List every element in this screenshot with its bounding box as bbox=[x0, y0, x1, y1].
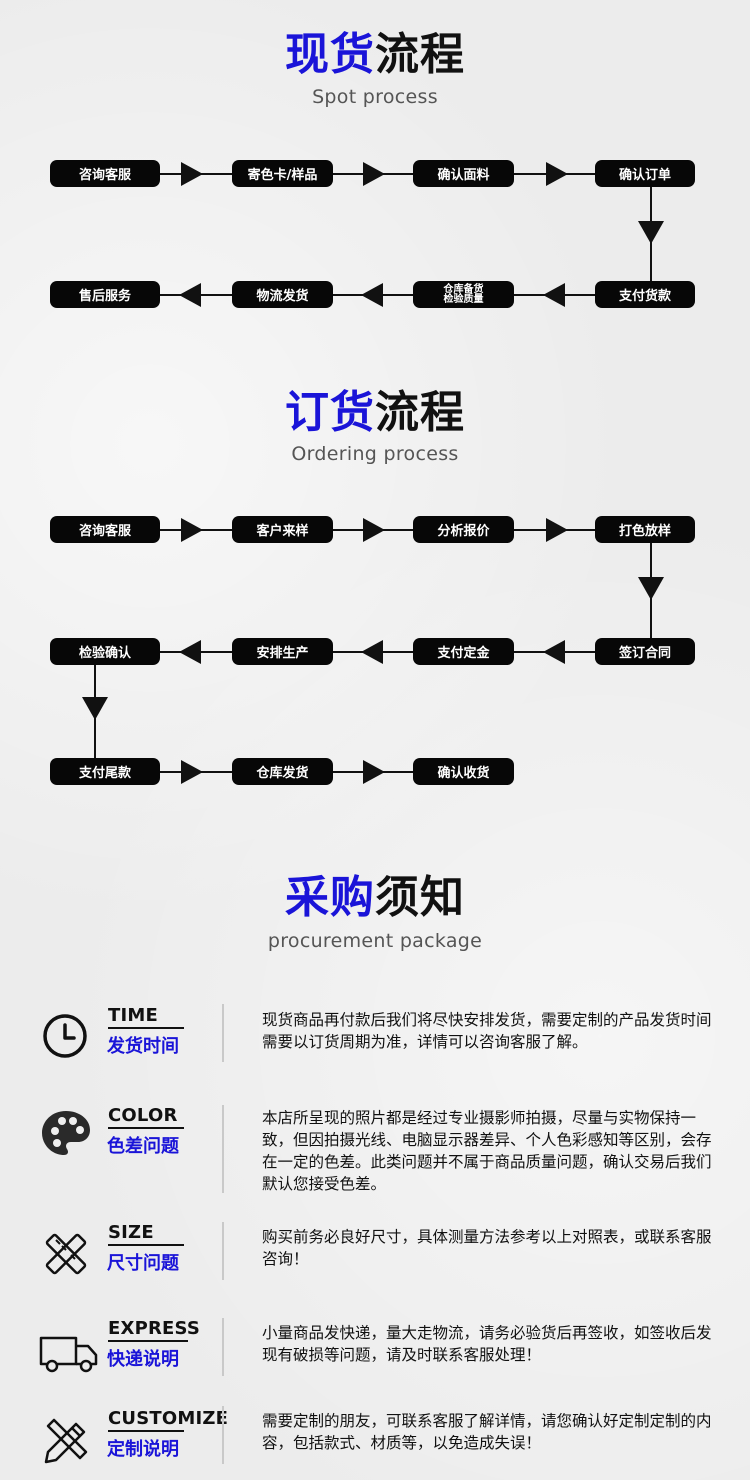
order-step-7: 安排生产 bbox=[232, 638, 333, 665]
arrow-down-icon bbox=[638, 221, 664, 244]
note-en-label: SIZE bbox=[108, 1222, 154, 1243]
divider bbox=[222, 1222, 224, 1280]
arrow-right-icon bbox=[181, 518, 203, 542]
note-en-label: TIME bbox=[108, 1005, 158, 1026]
arrow-left-icon bbox=[179, 283, 201, 307]
order-subtitle: Ordering process bbox=[291, 443, 459, 465]
arrow-right-icon bbox=[181, 162, 203, 186]
arrow-right-icon bbox=[181, 760, 203, 784]
order-step-11: 确认收货 bbox=[413, 758, 514, 785]
order-step-1: 咨询客服 bbox=[50, 516, 160, 543]
note-en-label: CUSTOMIZE bbox=[108, 1408, 229, 1429]
note-text: 现货商品再付款后我们将尽快安排发货，需要定制的产品发货时间需要以订货周期为准，详… bbox=[262, 1011, 712, 1051]
arrow-left-icon bbox=[179, 640, 201, 664]
purchase-title-rest: 须知 bbox=[375, 872, 465, 923]
note-en-label: COLOR bbox=[108, 1105, 178, 1126]
order-step-8: 检验确认 bbox=[50, 638, 160, 665]
spot-title-accent: 现货 bbox=[285, 29, 375, 80]
pencil-ruler-icon bbox=[44, 1418, 88, 1464]
note-text: 需要定制的朋友，可联系客服了解详情，请您确认好定制定制的内容，包括款式、材质等，… bbox=[262, 1412, 712, 1452]
divider bbox=[222, 1318, 224, 1376]
note-text: 购买前务必良好尺寸，具体测量方法参考以上对照表，或联系客服咨询！ bbox=[262, 1228, 712, 1268]
ruler-pencil-icon bbox=[45, 1233, 87, 1275]
arrow-right-icon bbox=[546, 518, 568, 542]
purchase-subtitle: procurement package bbox=[267, 930, 483, 952]
divider bbox=[222, 1406, 224, 1464]
divider bbox=[222, 1105, 224, 1193]
order-step-10: 仓库发货 bbox=[232, 758, 333, 785]
divider bbox=[108, 1027, 184, 1029]
arrow-left-icon bbox=[361, 640, 383, 664]
note-cn-label: 定制说明 bbox=[107, 1439, 179, 1460]
spot-step-4: 确认订单 bbox=[595, 160, 695, 187]
order-title-rest: 流程 bbox=[375, 387, 465, 438]
order-step-2: 客户来样 bbox=[232, 516, 333, 543]
order-title: 订货流程 bbox=[0, 391, 750, 435]
note-cn-label: 尺寸问题 bbox=[107, 1253, 179, 1274]
clock-icon bbox=[43, 1014, 87, 1058]
arrow-left-icon bbox=[543, 283, 565, 307]
spot-step-8: 售后服务 bbox=[50, 281, 160, 308]
spot-step-5: 支付货款 bbox=[595, 281, 695, 308]
spot-step-2: 寄色卡/样品 bbox=[232, 160, 333, 187]
spot-step-6: 仓库备货 检验质量 bbox=[413, 281, 514, 308]
purchase-title-accent: 采购 bbox=[285, 872, 375, 923]
truck-icon bbox=[39, 1336, 98, 1373]
divider bbox=[108, 1244, 184, 1246]
note-cn-label: 快递说明 bbox=[107, 1349, 179, 1370]
spot-step-1: 咨询客服 bbox=[50, 160, 160, 187]
order-step-4: 打色放样 bbox=[595, 516, 695, 543]
divider bbox=[108, 1340, 188, 1342]
divider bbox=[108, 1430, 184, 1432]
arrow-right-icon bbox=[363, 760, 385, 784]
order-title-accent: 订货 bbox=[285, 387, 375, 438]
purchase-title: 采购须知 bbox=[0, 876, 750, 920]
spot-title: 现货流程 bbox=[0, 33, 750, 77]
arrow-right-icon bbox=[363, 518, 385, 542]
note-en-label: EXPRESS bbox=[108, 1318, 201, 1339]
spot-step-3: 确认面料 bbox=[413, 160, 514, 187]
spot-step-7: 物流发货 bbox=[232, 281, 333, 308]
divider bbox=[222, 1004, 224, 1062]
order-step-9: 支付尾款 bbox=[50, 758, 160, 785]
arrow-left-icon bbox=[543, 640, 565, 664]
order-step-5: 签订合同 bbox=[595, 638, 695, 665]
order-step-3: 分析报价 bbox=[413, 516, 514, 543]
arrow-left-icon bbox=[361, 283, 383, 307]
arrow-right-icon bbox=[363, 162, 385, 186]
arrow-down-icon bbox=[82, 697, 108, 720]
palette-icon bbox=[42, 1111, 90, 1155]
note-cn-label: 发货时间 bbox=[107, 1036, 179, 1057]
divider bbox=[108, 1127, 184, 1129]
spot-subtitle: Spot process bbox=[312, 86, 438, 108]
order-step-6: 支付定金 bbox=[413, 638, 514, 665]
note-cn-label: 色差问题 bbox=[107, 1136, 179, 1157]
spot-title-rest: 流程 bbox=[375, 29, 465, 80]
note-text: 本店所呈现的照片都是经过专业摄影师拍摄，尽量与实物保持一致，但因拍摄光线、电脑显… bbox=[262, 1109, 712, 1193]
note-text: 小量商品发快递，量大走物流，请务必验货后再签收，如签收后发现有破损等问题，请及时… bbox=[262, 1324, 712, 1364]
arrow-right-icon bbox=[546, 162, 568, 186]
arrow-down-icon bbox=[638, 577, 664, 600]
